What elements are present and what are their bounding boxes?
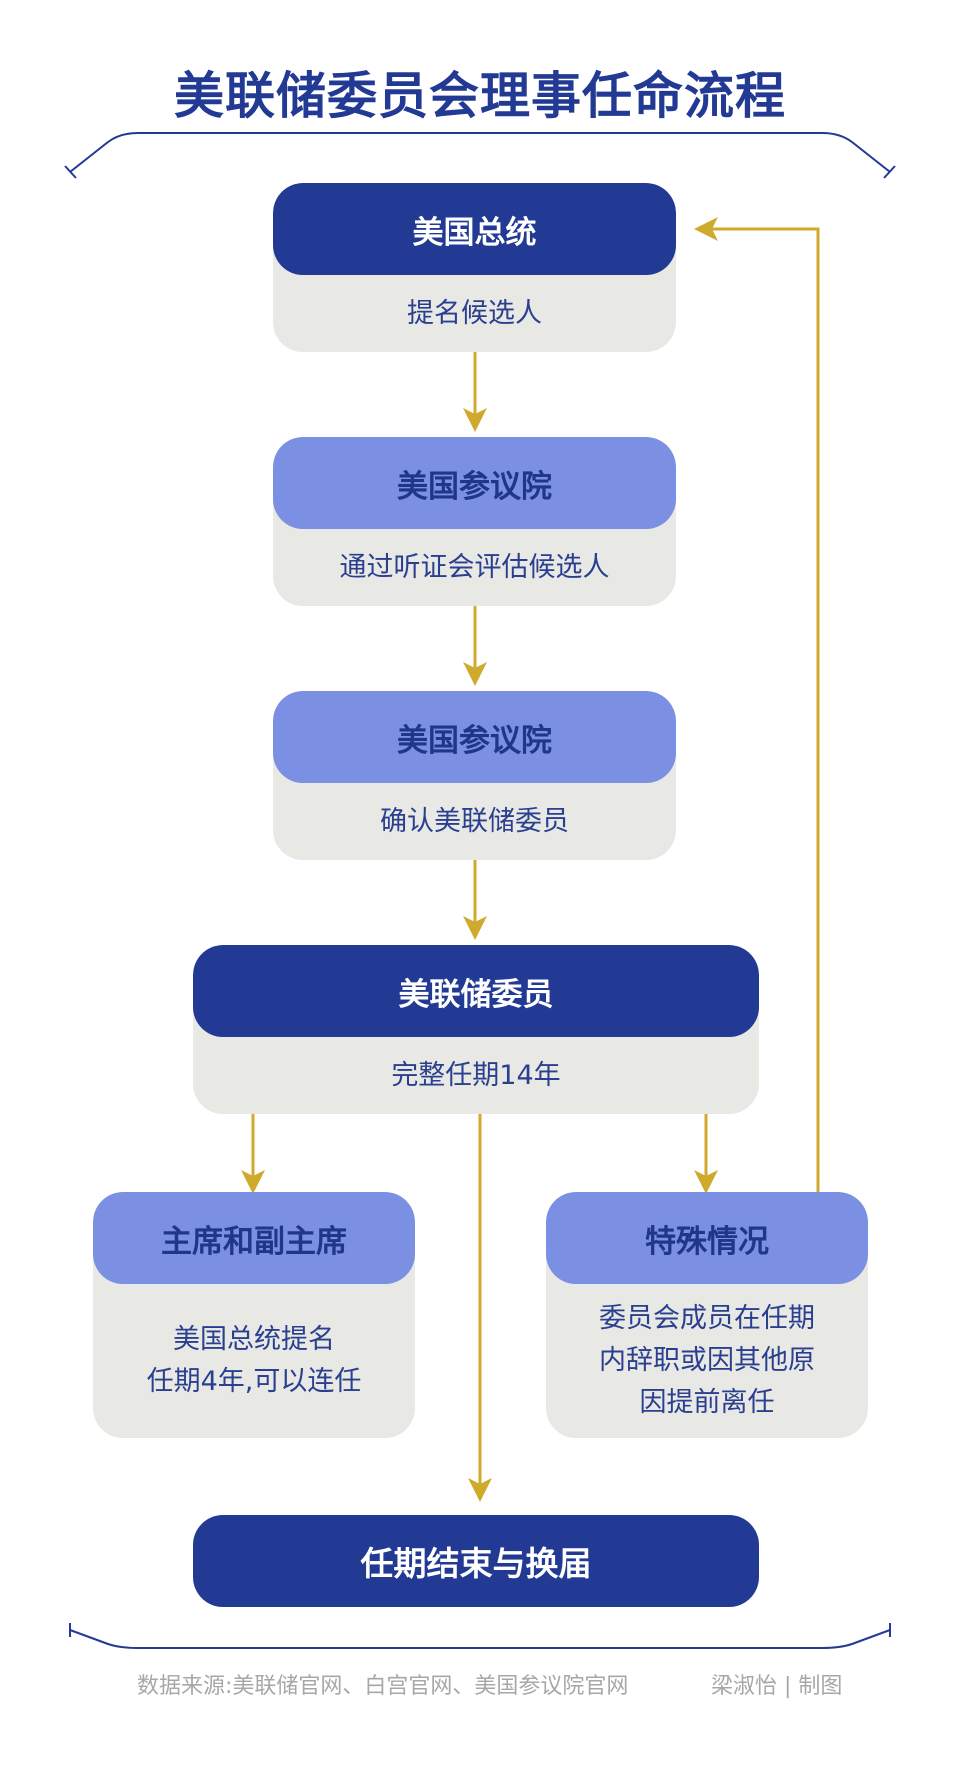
footer-credit: 梁淑怡 | 制图: [711, 1674, 843, 1699]
branch-special-header: 特殊情况: [546, 1192, 868, 1284]
branch-chair-line: 美国总统提名: [173, 1324, 335, 1355]
step-president-body: 提名候选人: [407, 297, 542, 329]
step-senate-hearing: 美国参议院 通过听证会评估候选人: [273, 437, 676, 606]
step-senate-hearing-body: 通过听证会评估候选人: [339, 551, 610, 583]
footer-source: 数据来源:美联储官网、白宫官网、美国参议院官网: [137, 1674, 629, 1699]
step-senate-confirm-body: 确认美联储委员: [380, 805, 569, 837]
bottom-bracket: [69, 1629, 891, 1649]
step-term-end: 任期结束与换届: [193, 1515, 759, 1607]
step-senate-confirm-header: 美国参议院: [273, 691, 676, 783]
step-governor-body: 完整任期14年: [391, 1059, 561, 1091]
branch-special-body: 委员会成员在任期 内辞职或因其他原 因提前离任: [546, 1284, 868, 1438]
step-senate-hearing-header: 美国参议院: [273, 437, 676, 529]
step-senate-confirm: 美国参议院 确认美联储委员: [273, 691, 676, 860]
branch-chair-body: 美国总统提名 任期4年,可以连任: [93, 1284, 415, 1438]
branch-chair-header: 主席和副主席: [93, 1192, 415, 1284]
top-bracket-tick-left: [64, 165, 77, 179]
branch-special-line: 因提前离任: [639, 1387, 775, 1418]
step-governor: 美联储委员 完整任期14年: [193, 945, 759, 1114]
arrow-special-back-to-president: [694, 217, 820, 1192]
branch-chair-line: 任期4年,可以连任: [146, 1366, 362, 1397]
branch-special: 特殊情况 委员会成员在任期 内辞职或因其他原 因提前离任: [546, 1192, 868, 1438]
branch-chair: 主席和副主席 美国总统提名 任期4年,可以连任: [93, 1192, 415, 1438]
step-president: 美国总统 提名候选人: [273, 183, 676, 352]
branch-special-line: 委员会成员在任期: [599, 1303, 815, 1334]
page-title: 美联储委员会理事任命流程: [174, 67, 786, 125]
branch-special-line: 内辞职或因其他原: [599, 1345, 815, 1376]
step-president-header: 美国总统: [273, 183, 676, 275]
top-bracket: [69, 132, 891, 173]
top-bracket-tick-right: [883, 165, 896, 179]
step-governor-header: 美联储委员: [193, 945, 759, 1037]
